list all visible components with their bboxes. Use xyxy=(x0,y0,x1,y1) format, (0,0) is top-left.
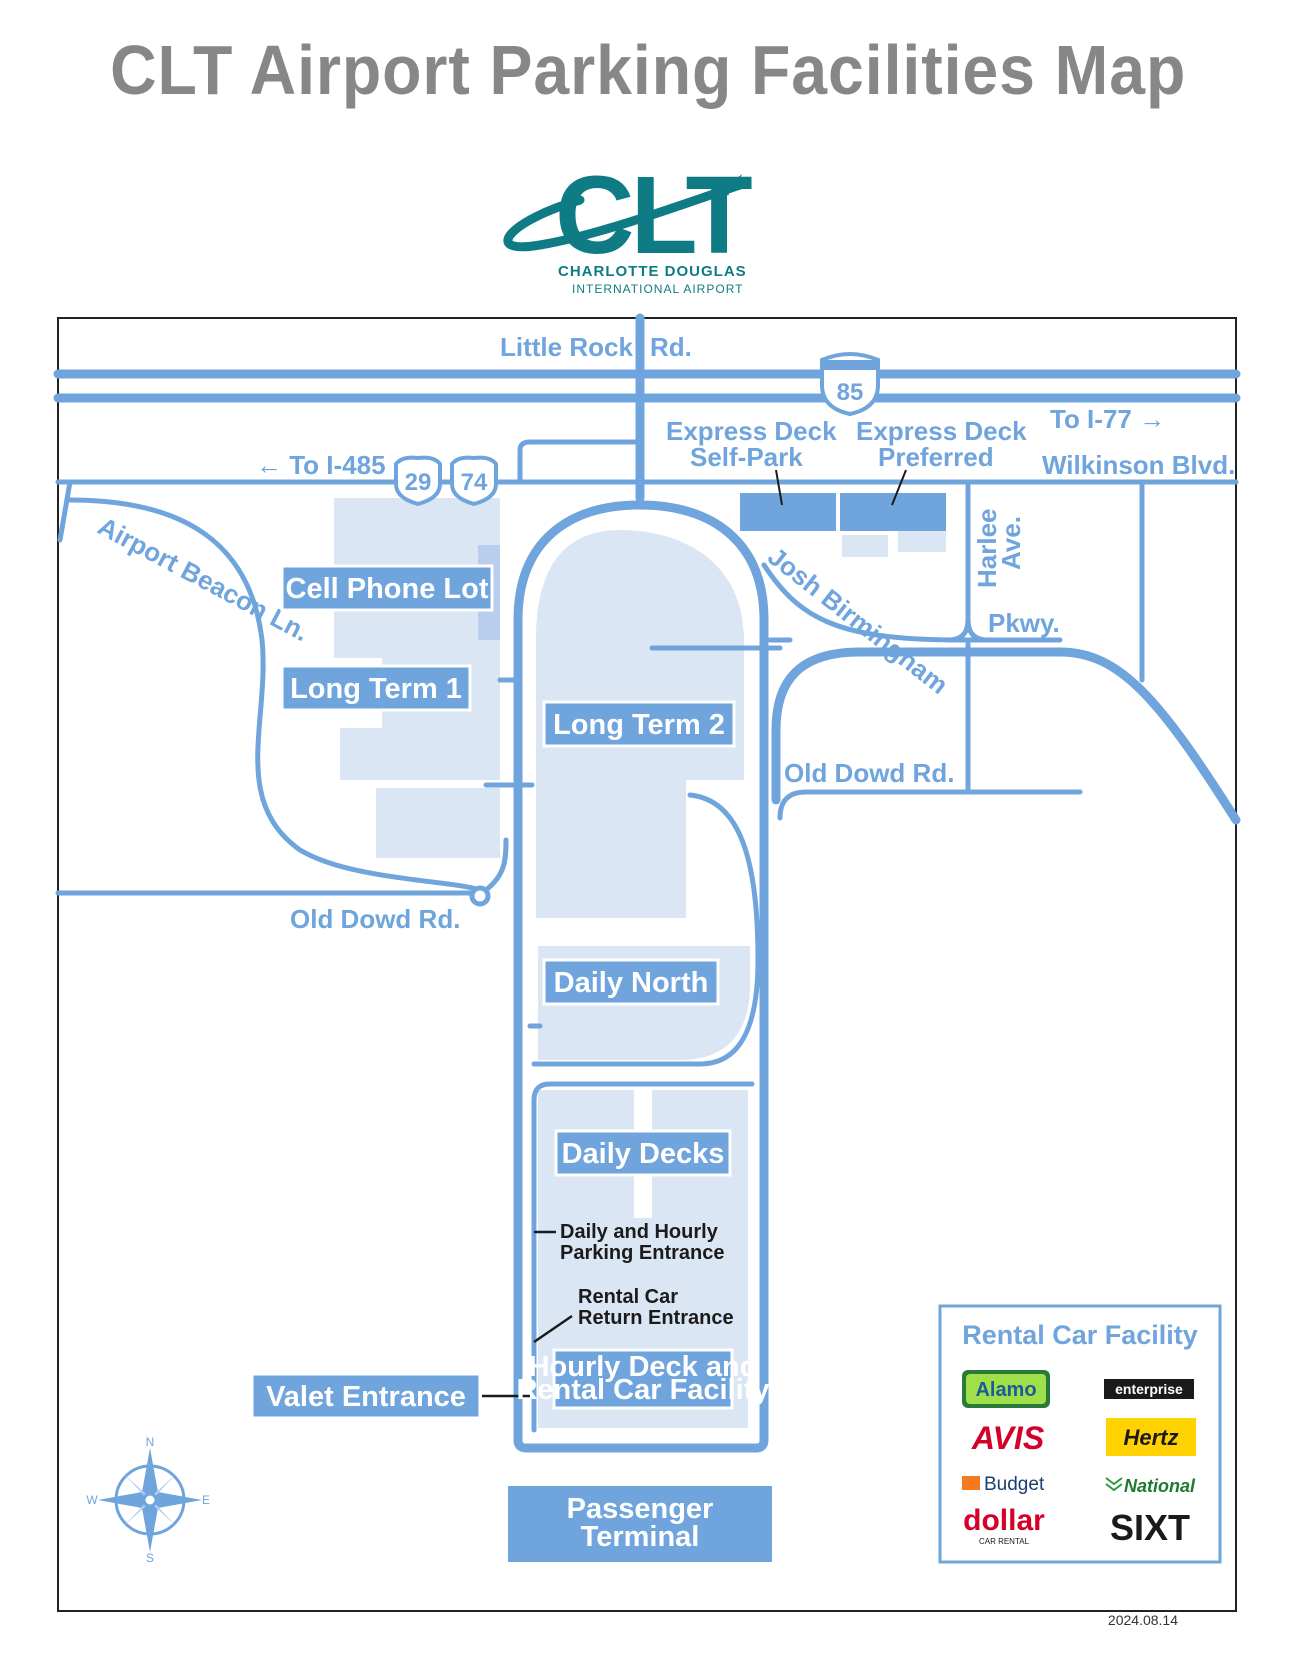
harlee-curve xyxy=(965,617,991,643)
us74-shield-icon: 74 xyxy=(450,455,498,507)
national-logo: National xyxy=(1105,1476,1196,1496)
i85-shield-label: 85 xyxy=(837,379,864,406)
compass-rose-icon: N S W E xyxy=(86,1435,210,1565)
map-frame xyxy=(57,317,1237,1612)
hertz-text: Hertz xyxy=(1123,1425,1178,1450)
long-term-1-label: Long Term 1 xyxy=(290,673,462,705)
us29-shield-icon: 29 xyxy=(394,455,442,507)
us29-label: 29 xyxy=(405,469,432,496)
terminal-loop-road xyxy=(513,500,769,1453)
us74-label: 74 xyxy=(461,469,488,496)
hourly-deck-label-2: Rental Car Facility xyxy=(516,1374,769,1406)
compass-w: W xyxy=(86,1493,98,1507)
roundabout-connector xyxy=(483,837,509,893)
pkwy-label: Pkwy. xyxy=(988,608,1060,638)
national-text: National xyxy=(1124,1476,1196,1496)
cell-phone-lot-tag: Cell Phone Lot xyxy=(280,564,494,612)
valet-entrance-label: Valet Entrance xyxy=(266,1381,466,1413)
valet-entrance-tag: Valet Entrance xyxy=(250,1372,482,1420)
deck-inner-road xyxy=(531,1081,755,1433)
express-pref-label-1: Express Deck xyxy=(856,416,1027,446)
long-term-1-area-b xyxy=(340,728,500,780)
josh-birmingham-road xyxy=(761,562,1063,643)
long-term-1-tag: Long Term 1 xyxy=(280,664,472,712)
budget-text: Budget xyxy=(984,1474,1045,1495)
enterprise-text: enterprise xyxy=(1115,1381,1183,1397)
harlee-label: Harlee xyxy=(972,509,1002,589)
compass-s: S xyxy=(146,1551,154,1565)
cell-phone-lot-label: Cell Phone Lot xyxy=(286,573,489,605)
old-dowd-east-label: Old Dowd Rd. xyxy=(784,758,954,788)
daily-hourly-label-2: Parking Entrance xyxy=(560,1242,725,1264)
little-rock-rd-label: Rd. xyxy=(650,332,692,362)
date-stamp: 2024.08.14 xyxy=(1107,1612,1178,1628)
compass-e: E xyxy=(202,1493,210,1507)
express-overflow-a xyxy=(842,535,888,557)
express-self-label-2: Self-Park xyxy=(690,442,803,472)
rental-return-pointer xyxy=(533,1314,573,1344)
express-pref-pointer xyxy=(891,469,907,506)
harlee-ave-label: Ave. xyxy=(996,516,1026,570)
i85-shield-icon: 85 xyxy=(820,352,880,417)
express-self-label-1: Express Deck xyxy=(666,416,837,446)
beacon-west-spur xyxy=(57,479,73,543)
page-title: CLT Airport Parking Facilities Map xyxy=(110,31,1187,109)
daily-decks-tag: Daily Decks xyxy=(554,1129,732,1177)
dollar-text: dollar xyxy=(963,1504,1045,1537)
logo-line-1: CHARLOTTE DOUGLAS xyxy=(558,263,747,280)
daily-decks-label: Daily Decks xyxy=(562,1138,725,1170)
to-i77-label: To I-77 → xyxy=(1050,404,1165,434)
roundabout-icon xyxy=(469,885,491,907)
alamo-logo: Alamo xyxy=(962,1370,1050,1408)
harlee-road xyxy=(945,479,971,643)
alamo-text: Alamo xyxy=(975,1379,1036,1401)
old-dowd-west-label: Old Dowd Rd. xyxy=(290,904,460,934)
terminal-label-2: Terminal xyxy=(581,1521,700,1553)
terminal-label-1: Passenger xyxy=(567,1493,714,1525)
clt-logo: CLT CHARLOTTE DOUGLAS INTERNATIONAL AIRP… xyxy=(500,154,800,300)
pointer-lines xyxy=(482,469,907,1398)
rental-legend-title: Rental Car Facility xyxy=(962,1320,1198,1350)
budget-logo: Budget xyxy=(962,1474,1045,1495)
roads xyxy=(53,313,1241,1453)
long-term-2-label: Long Term 2 xyxy=(553,709,725,741)
long-term-2-tag: Long Term 2 xyxy=(542,700,736,748)
daily-hourly-label-1: Daily and Hourly xyxy=(560,1221,719,1243)
hertz-logo: Hertz xyxy=(1106,1418,1196,1456)
little-rock-label: Little Rock xyxy=(500,332,633,362)
rental-car-legend: Rental Car Facility Alamo enterprise AVI… xyxy=(938,1304,1222,1564)
daily-north-loop-road xyxy=(531,792,761,1067)
avis-logo: AVIS xyxy=(971,1420,1045,1456)
rental-return-label-2: Return Entrance xyxy=(578,1307,734,1329)
express-overflow-b xyxy=(898,530,946,552)
compass-n: N xyxy=(146,1435,155,1449)
express-self-pointer xyxy=(775,469,783,506)
terminal-box xyxy=(508,1486,772,1562)
airport-beacon-road xyxy=(67,497,483,893)
express-pref-label-2: Preferred xyxy=(878,442,994,472)
daily-north-tag: Daily North xyxy=(542,958,720,1006)
dollar-sub-text: CAR RENTAL xyxy=(979,1537,1030,1546)
express-deck-self-park xyxy=(740,493,836,531)
rental-return-label-1: Rental Car xyxy=(578,1286,678,1308)
express-deck-preferred xyxy=(840,493,946,531)
east-loop-road xyxy=(771,647,1241,825)
hourly-deck-label-1: Hourly Deck and xyxy=(529,1351,758,1383)
wilkinson-connector xyxy=(517,439,643,485)
logo-line-2: INTERNATIONAL AIRPORT xyxy=(572,282,744,296)
long-term-1-area-c xyxy=(376,788,500,858)
to-i485-label: ← To I-485 xyxy=(256,450,386,480)
sixt-logo: SIXT xyxy=(1110,1507,1190,1548)
logo-mark: CLT xyxy=(555,154,753,277)
passenger-terminal-tag: Passenger Terminal xyxy=(508,1486,772,1562)
hourly-deck-tag: Hourly Deck and Rental Car Facility xyxy=(516,1348,770,1410)
logo-swoosh-icon xyxy=(503,174,745,252)
dollar-logo: dollar CAR RENTAL xyxy=(963,1504,1045,1546)
daily-north-label: Daily North xyxy=(554,967,709,999)
wilkinson-label: Wilkinson Blvd. xyxy=(1042,450,1235,480)
old-dowd-east-road xyxy=(777,789,1083,821)
enterprise-logo: enterprise xyxy=(1104,1379,1194,1399)
